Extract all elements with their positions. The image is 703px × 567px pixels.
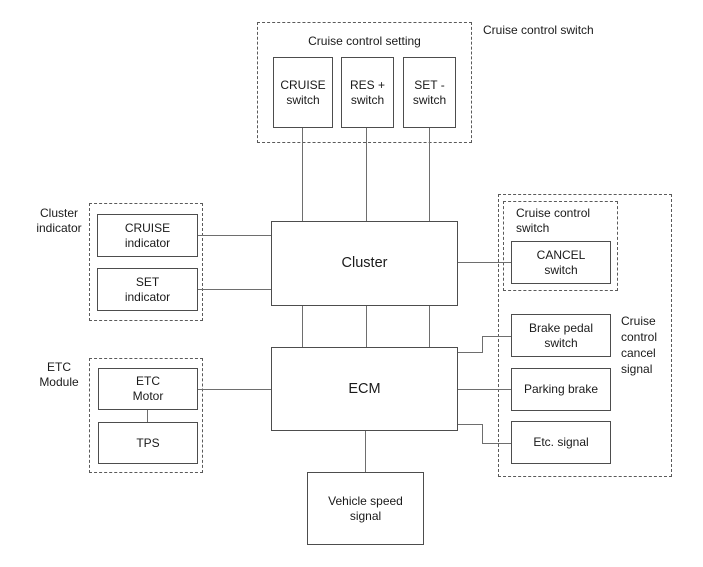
connector-cluster-to-ecm-right (429, 306, 430, 347)
node-tps: TPS (98, 422, 198, 464)
connector-ecm-to-brake-pedal-seg3 (482, 336, 511, 337)
label-cruise-control-switch-top: Cruise control switch (483, 23, 594, 37)
connector-ecm-to-brake-pedal-seg1 (458, 352, 483, 353)
connector-set-indicator-to-cluster (198, 289, 271, 290)
connector-cruise-indicator-to-cluster (198, 235, 271, 236)
group-cruise-control-switch-cancel (503, 201, 618, 291)
node-brake-pedal-switch: Brake pedal switch (511, 314, 611, 357)
label-cruise-control-setting: Cruise control setting (308, 34, 421, 48)
connector-etc-motor-to-ecm (198, 389, 271, 390)
group-etc-module (89, 358, 203, 473)
node-ecm: ECM (271, 347, 458, 431)
label-cluster-indicator: Cluster indicator (36, 206, 82, 235)
node-cruise-indicator: CRUISE indicator (97, 214, 198, 257)
connector-cluster-to-ecm-mid (366, 306, 367, 347)
node-etc-motor: ETC Motor (98, 368, 198, 410)
node-parking-brake: Parking brake (511, 368, 611, 411)
group-cruise-control-setting (257, 22, 472, 143)
connector-ecm-to-vehicle-speed (365, 431, 366, 472)
connector-ecm-to-etc-signal-seg1 (458, 424, 483, 425)
connector-cruise-switch-to-cluster (302, 128, 303, 221)
connector-set-switch-to-cluster (429, 128, 430, 221)
node-cancel-switch: CANCEL switch (511, 241, 611, 284)
connector-cluster-to-ecm-left (302, 306, 303, 347)
connector-res-switch-to-cluster (366, 128, 367, 221)
node-vehicle-speed-signal: Vehicle speed signal (307, 472, 424, 545)
connector-etc-motor-to-tps (147, 410, 148, 422)
connector-ecm-to-parking-brake (458, 389, 511, 390)
node-res-plus-switch: RES + switch (341, 57, 394, 128)
label-cruise-control-cancel-signal: Cruise control cancel signal (621, 314, 658, 376)
connector-ecm-to-etc-signal-seg2 (482, 424, 483, 444)
node-set-minus-switch: SET - switch (403, 57, 456, 128)
group-cruise-control-cancel-signal (498, 194, 672, 477)
node-cruise-switch: CRUISE switch (273, 57, 333, 128)
label-cruise-control-switch-cancel: Cruise control switch (516, 206, 591, 235)
label-etc-module: ETC Module (39, 360, 79, 389)
connector-ecm-to-brake-pedal-seg2 (482, 336, 483, 353)
node-set-indicator: SET indicator (97, 268, 198, 311)
node-cluster: Cluster (271, 221, 458, 306)
group-cluster-indicator (89, 203, 203, 321)
connector-cluster-to-cancel-switch (458, 262, 511, 263)
connector-ecm-to-etc-signal-seg3 (482, 443, 511, 444)
node-etc-signal: Etc. signal (511, 421, 611, 464)
